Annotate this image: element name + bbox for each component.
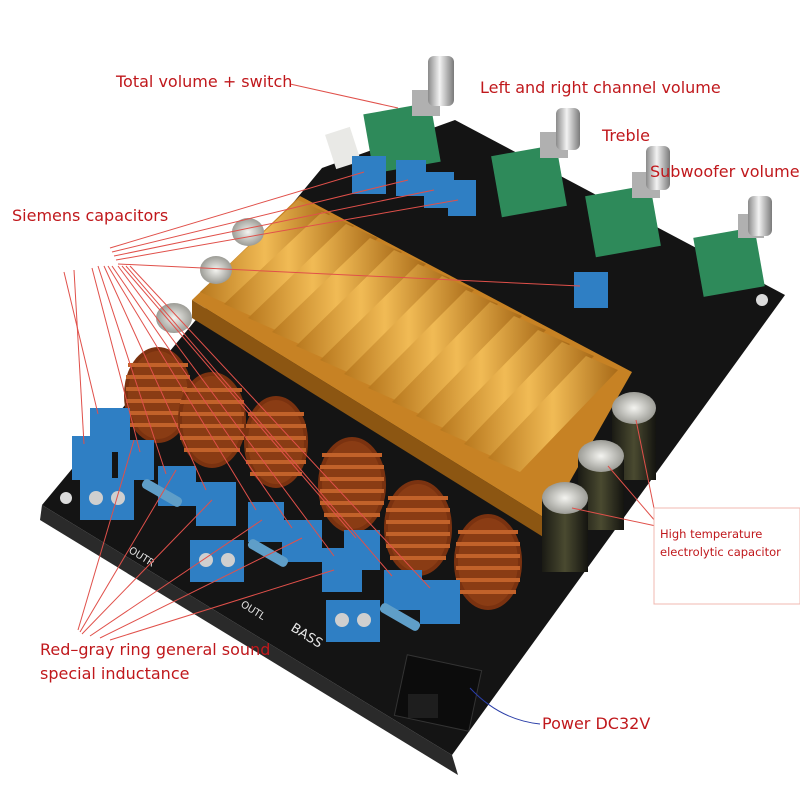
label-capacitor-line2: electrolytic capacitor: [660, 545, 781, 559]
potentiometer-subwoofer: [693, 196, 772, 297]
potentiometer-treble: [585, 146, 670, 258]
label-inductance-line2: special inductance: [40, 664, 190, 683]
power-jack: [393, 654, 483, 732]
label-capacitor-line1: High temperature: [660, 527, 763, 541]
screw-terminals: [80, 478, 380, 642]
heatsink-fins: [200, 200, 618, 472]
label-left-right-volume: Left and right channel volume: [480, 78, 721, 97]
siemens-capacitors-top: [352, 156, 608, 308]
power-leader-line: [469, 687, 541, 725]
heatsink-front-face: [192, 300, 548, 540]
pcb-board-edge: [40, 505, 458, 775]
label-inductance-line1: Red–gray ring general sound: [40, 640, 271, 659]
inductor-coils: [124, 347, 522, 610]
capacitor-label-box: [653, 507, 800, 605]
siemens-capacitors-bottom: [72, 408, 460, 624]
label-siemens-capacitors: Siemens capacitors: [12, 206, 169, 225]
label-total-volume: Total volume + switch: [116, 72, 293, 91]
potentiometer-total-volume: [363, 56, 454, 174]
small-electrolytic-caps: [156, 218, 264, 333]
label-subwoofer-volume: Subwoofer volume: [650, 162, 800, 181]
label-power: Power DC32V: [542, 714, 651, 733]
signal-connector: [325, 126, 361, 170]
potentiometer-left-right: [491, 108, 580, 218]
label-treble: Treble: [602, 126, 650, 145]
high-temp-capacitors: [542, 392, 656, 572]
annotation-leader-lines: [63, 83, 657, 641]
